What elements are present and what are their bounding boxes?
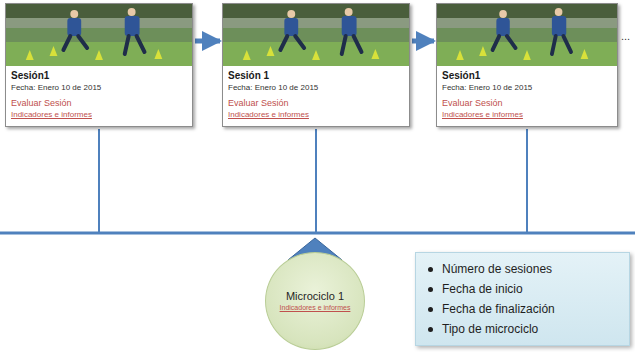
session-date: Fecha: Enero 10 de 2015	[228, 82, 404, 93]
evaluate-link: Evaluar Sesión	[442, 97, 612, 109]
session-card: Sesión1Fecha: Enero 10 de 2015Evaluar Se…	[5, 3, 193, 127]
session-date: Fecha: Enero 10 de 2015	[442, 82, 612, 93]
bullet-item: Fecha de finalización	[426, 299, 621, 319]
flow-arrow	[195, 39, 220, 44]
card-text-area: Sesión1Fecha: Enero 10 de 2015Evaluar Se…	[6, 66, 192, 123]
card-text-area: Sesión1Fecha: Enero 10 de 2015Evaluar Se…	[437, 66, 617, 123]
drop-line	[526, 129, 528, 233]
drop-line	[315, 129, 317, 233]
drop-line	[98, 129, 100, 233]
evaluate-link: Evaluar Sesión	[228, 97, 404, 109]
session-date: Fecha: Enero 10 de 2015	[11, 82, 187, 93]
microcycle-circle: Microciclo 1Indicadores e informes	[265, 252, 365, 350]
evaluate-link: Evaluar Sesión	[11, 97, 187, 109]
session-title: Sesión1	[11, 69, 187, 82]
session-card: Sesión1Fecha: Enero 10 de 2015Evaluar Se…	[436, 3, 618, 127]
training-photo	[6, 4, 192, 66]
flow-arrow	[412, 39, 434, 44]
reports-link: Indicadores e informes	[442, 109, 612, 120]
bullet-item: Número de sesiones	[426, 259, 621, 279]
session-title: Sesión1	[442, 69, 612, 82]
session-card: Sesión 1Fecha: Enero 10 de 2015Evaluar S…	[222, 3, 410, 127]
reports-link: Indicadores e informes	[228, 109, 404, 120]
continuation-dots: ...	[621, 30, 630, 42]
reports-link: Indicadores e informes	[11, 109, 187, 120]
bullet-item: Tipo de microciclo	[426, 319, 621, 339]
session-title: Sesión 1	[228, 69, 404, 82]
microcycle-title: Microciclo 1	[286, 289, 344, 303]
card-text-area: Sesión 1Fecha: Enero 10 de 2015Evaluar S…	[223, 66, 409, 123]
training-photo	[223, 4, 409, 66]
timeline-line	[0, 232, 635, 235]
training-photo	[437, 4, 617, 66]
bullet-item: Fecha de inicio	[426, 279, 621, 299]
microcycle-info-box: Número de sesionesFecha de inicioFecha d…	[415, 252, 630, 346]
reports-link: Indicadores e informes	[280, 303, 351, 313]
